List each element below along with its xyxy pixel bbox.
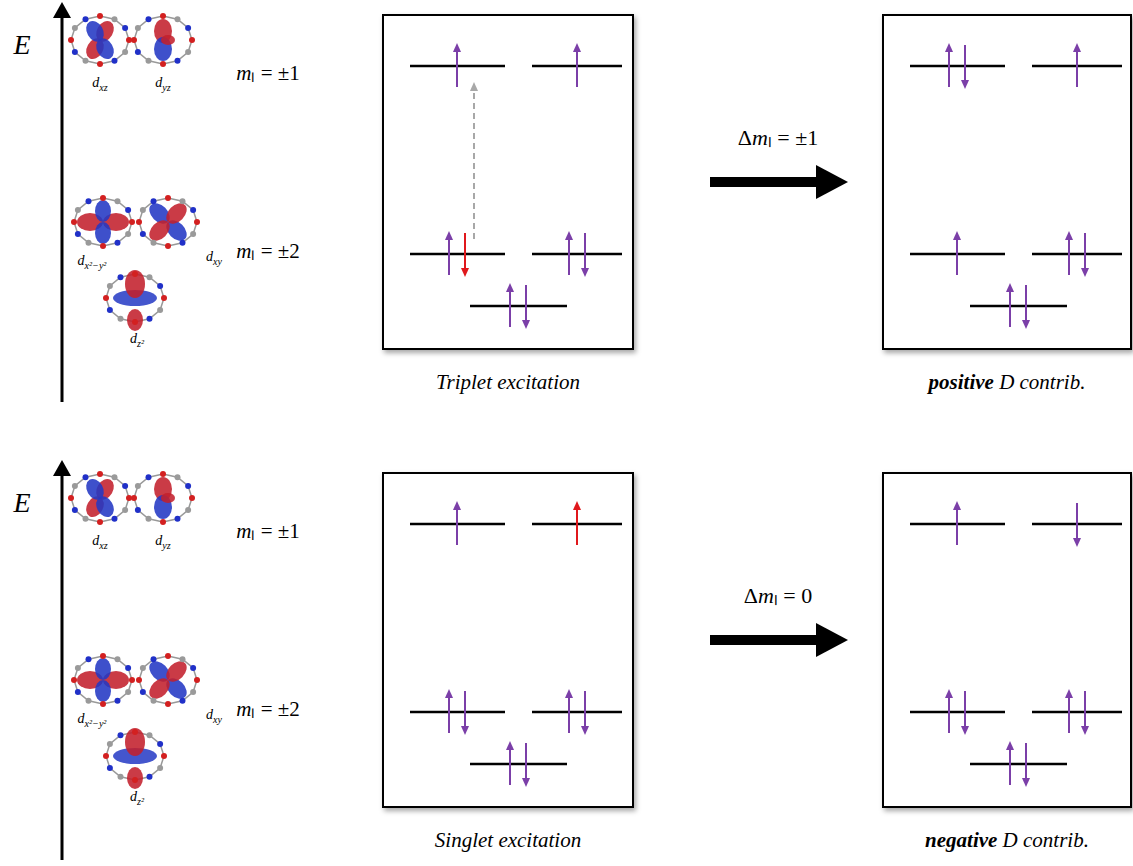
energy-axis — [61, 14, 64, 402]
electron-arrow — [1009, 287, 1011, 327]
energy-level — [410, 253, 505, 256]
transition-arrow — [710, 635, 824, 645]
electron-arrow — [956, 235, 958, 275]
excitation-arrow — [473, 86, 475, 239]
orbital-picture — [71, 195, 135, 249]
orbital-picture — [68, 471, 132, 525]
energy-level — [1032, 711, 1122, 714]
electron-arrow — [448, 693, 450, 733]
electron-arrow — [464, 233, 466, 273]
energy-level — [532, 253, 622, 256]
level-label: mₗ = ±1 — [236, 58, 300, 86]
box-caption: positive D contrib. — [929, 370, 1086, 395]
orbital-picture — [103, 270, 167, 331]
orbital-label: dxz — [92, 75, 107, 92]
energy-level — [910, 65, 1005, 68]
electron-arrow — [448, 235, 450, 275]
energy-level — [410, 711, 505, 714]
energy-level — [1032, 253, 1122, 256]
box-caption: negative D contrib. — [925, 828, 1089, 853]
energy-level — [470, 763, 567, 766]
box-caption: Singlet excitation — [435, 828, 581, 853]
state-box: Singlet excitation — [382, 472, 634, 808]
transition-label: Δmₗ = ±1 — [735, 121, 822, 151]
orbital-picture — [131, 471, 195, 525]
electron-arrow — [525, 743, 527, 783]
electron-arrow — [568, 693, 570, 733]
orbital-picture — [71, 653, 135, 707]
electron-arrow — [1076, 503, 1078, 543]
electron-arrow — [568, 235, 570, 275]
orbital-picture — [136, 195, 200, 249]
electron-arrow — [1068, 693, 1070, 733]
orbital-label: dx²−y² — [78, 253, 107, 270]
electron-arrow — [1084, 233, 1086, 273]
electron-arrow — [576, 47, 578, 87]
orbital-picture — [68, 13, 132, 67]
axis-head — [53, 460, 71, 476]
state-box: positive D contrib. — [882, 14, 1132, 350]
electron-arrow — [1068, 235, 1070, 275]
orbital-label: dz² — [130, 789, 144, 806]
electron-arrow — [1009, 745, 1011, 785]
level-diagram — [410, 47, 622, 327]
electron-arrow — [456, 505, 458, 545]
energy-level — [970, 305, 1067, 308]
energy-level — [910, 711, 1005, 714]
box-caption: Triplet excitation — [436, 370, 580, 395]
electron-arrow — [964, 45, 966, 85]
orbital-label: dxz — [92, 533, 107, 550]
electron-arrow — [525, 285, 527, 325]
electron-arrow — [964, 691, 966, 731]
orbital-label: dyz — [155, 533, 170, 550]
energy-level — [470, 305, 567, 308]
electron-arrow — [456, 47, 458, 87]
electron-arrow — [1084, 691, 1086, 731]
orbital-picture — [131, 13, 195, 67]
level-diagram — [410, 505, 622, 785]
orbital-label: dxy — [206, 249, 222, 266]
energy-level — [970, 763, 1067, 766]
electron-arrow — [584, 233, 586, 273]
axis-label: E — [13, 29, 30, 61]
electron-arrow — [509, 287, 511, 327]
level-diagram — [910, 45, 1122, 327]
transition-arrow — [710, 177, 824, 187]
orbital-picture — [136, 653, 200, 707]
electron-arrow — [1076, 47, 1078, 87]
electron-arrow — [956, 505, 958, 545]
electron-arrow — [509, 745, 511, 785]
state-box: negative D contrib. — [882, 472, 1132, 808]
state-box: Triplet excitation — [382, 14, 634, 350]
level-label: mₗ = ±2 — [236, 694, 300, 722]
electron-arrow — [948, 693, 950, 733]
level-diagram — [910, 503, 1122, 785]
level-label: mₗ = ±2 — [236, 236, 300, 264]
axis-label: E — [13, 487, 30, 519]
axis-head — [53, 2, 71, 18]
energy-level — [532, 711, 622, 714]
electron-arrow — [464, 691, 466, 731]
electron-arrow — [948, 47, 950, 87]
orbital-label: dxy — [206, 707, 222, 724]
electron-arrow — [1025, 285, 1027, 325]
electron-arrow — [576, 505, 578, 545]
level-label: mₗ = ±1 — [236, 516, 300, 544]
electron-arrow — [584, 691, 586, 731]
energy-axis — [61, 472, 64, 860]
orbital-label: dz² — [130, 331, 144, 348]
orbital-label: dyz — [155, 75, 170, 92]
electron-arrow — [1025, 743, 1027, 783]
orbital-label: dx²−y² — [78, 711, 107, 728]
orbital-picture — [103, 728, 167, 789]
transition-label: Δmₗ = 0 — [741, 579, 815, 609]
